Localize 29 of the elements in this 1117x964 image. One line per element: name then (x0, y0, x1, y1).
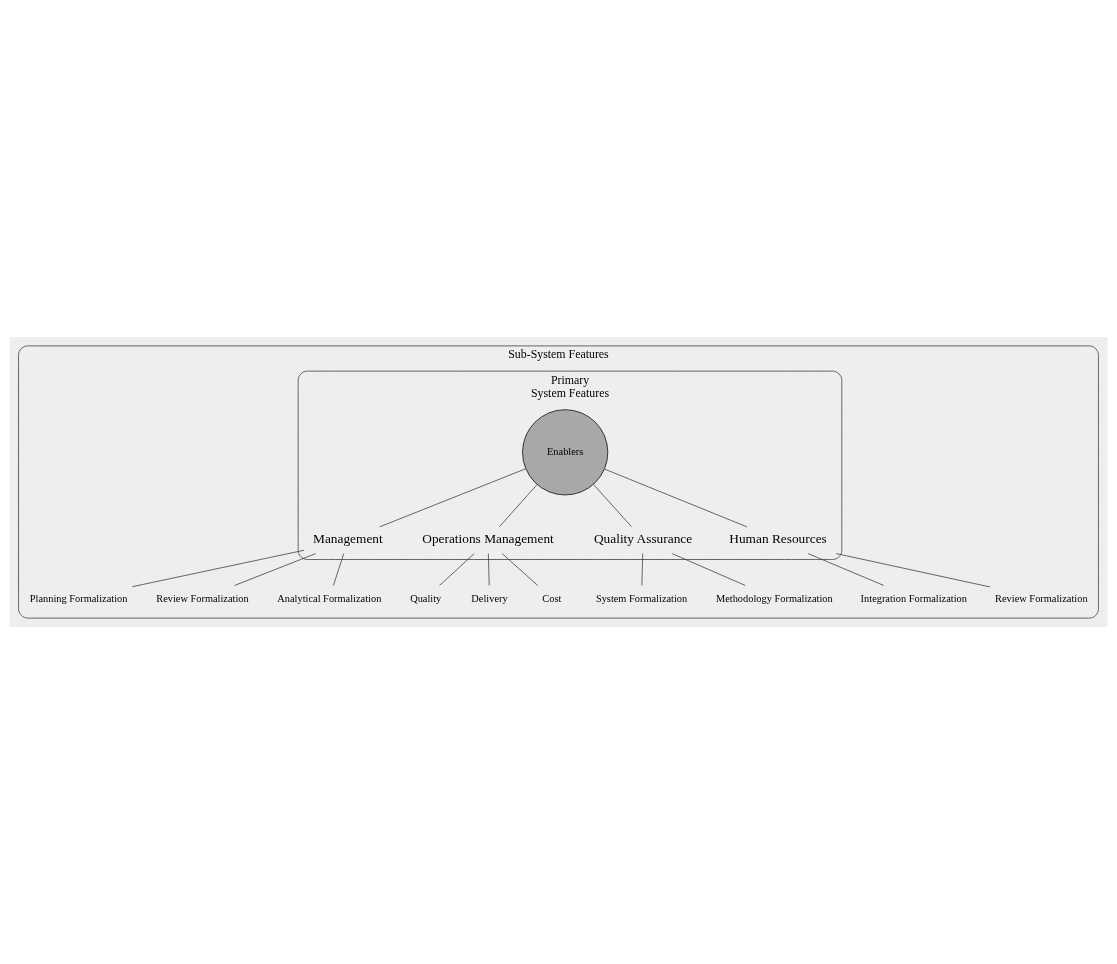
connector (439, 553, 475, 586)
node-text: Management (313, 531, 383, 547)
connector (604, 468, 748, 528)
node-text: Delivery (471, 592, 508, 604)
connector (641, 553, 644, 586)
node-text: System Formalization (595, 592, 688, 604)
connector (835, 553, 991, 588)
node-text: Analytical Formalization (277, 592, 382, 604)
node-text: Quality Assurance (593, 531, 693, 547)
connector (499, 484, 538, 528)
connector (593, 484, 632, 528)
connector (132, 549, 305, 588)
node-text: Planning Formalization (29, 592, 128, 604)
node-text: Cost (542, 592, 562, 604)
node-text: Human Resources (729, 531, 827, 547)
node-text: Methodology Formalization (715, 592, 833, 604)
connector (333, 553, 345, 586)
node-text: Integration Formalization (860, 592, 967, 604)
connector (671, 553, 746, 586)
node-text: Operations Management (422, 531, 554, 547)
connector (379, 468, 526, 528)
node-text: Review Formalization (995, 592, 1088, 604)
connector (488, 553, 490, 586)
connector (807, 553, 885, 586)
node-circle: Enablers (522, 409, 609, 496)
node-text: Quality (410, 592, 442, 604)
node-text: Review Formalization (156, 592, 249, 604)
connector (234, 553, 316, 586)
connector (501, 553, 539, 586)
